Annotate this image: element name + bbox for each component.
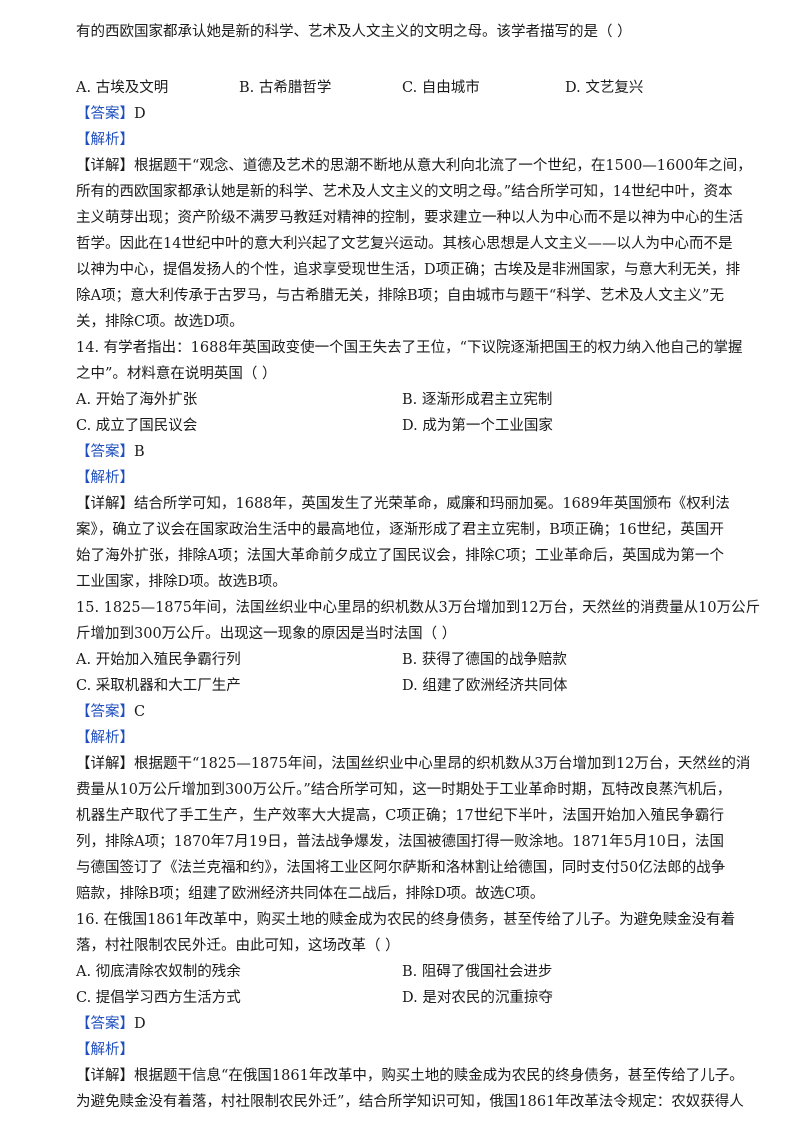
q15-option-b: B. 获得了德国的战争赔款	[402, 652, 567, 668]
q15-detail-line: 【详解】根据题干“1825—1875年间，法国丝织业中心里昂的织机数从3万台增加…	[76, 756, 751, 772]
q16-detail-line: 为避免赎金没有着落，村社限制农民外迁”，结合所学知识可知，俄国1861年改革法令…	[76, 1094, 744, 1110]
q15-detail-line: 费量从10万公斤增加到300万公斤。”结合所学可知，这一时期处于工业革命时期，瓦…	[76, 782, 732, 798]
q13-detail-line: 所有的西欧国家都承认她是新的科学、艺术及人文主义的文明之母。”结合所学可知，14…	[76, 184, 733, 200]
q15-detail-line: 机器生产取代了手工生产，生产效率大大提高，C项正确；17世纪下半叶，法国开始加入…	[76, 808, 724, 824]
q16-option-c: C. 提倡学习西方生活方式	[76, 990, 241, 1006]
q15-option-c: C. 采取机器和大工厂生产	[76, 678, 241, 694]
q13-analysis-tag: 【解析】	[76, 132, 134, 148]
q14-detail-line: 工业国家，排除D项。故选B项。	[76, 574, 287, 590]
q14-option-c: C. 成立了国民议会	[76, 418, 198, 434]
q16-option-a: A. 彻底清除农奴制的残余	[76, 964, 241, 980]
answer-value: B	[134, 444, 145, 460]
answer-tag: 【答案】	[76, 444, 134, 460]
q13-detail-line: 【详解】根据题干“观念、道德及艺术的思潮不断地从意大利向北流了一个世纪，在150…	[76, 158, 752, 174]
q13-detail-line: 除A项；意大利传承于古罗马，与古希腊无关，排除B项；自由城市与题干“科学、艺术及…	[76, 288, 724, 304]
answer-tag: 【答案】	[76, 704, 134, 720]
q14-detail-line: 案》，确立了议会在国家政治生活中的最高地位，逐渐形成了君主立宪制，B项正确；16…	[76, 522, 724, 538]
q16-option-d: D. 是对农民的沉重掠夺	[402, 990, 553, 1006]
q13-detail-line: 哲学。因此在14世纪中叶的意大利兴起了文艺复兴运动。其核心思想是人文主义——以人…	[76, 236, 733, 252]
q13-answer: 【答案】D	[76, 104, 146, 124]
q14-detail-line: 【详解】结合所学可知，1688年，英国发生了光荣革命，威廉和玛丽加冕。1689年…	[76, 496, 730, 512]
q13-option-b: B. 古希腊哲学	[239, 80, 332, 96]
q15-stem-line: 斤增加到300万公斤。出现这一现象的原因是当时法国（ ）	[76, 626, 457, 642]
q15-detail-line: 列，排除A项；1870年7月19日，普法战争爆发，法国被德国打得一败涂地。187…	[76, 834, 724, 850]
q14-answer: 【答案】B	[76, 442, 145, 462]
answer-tag: 【答案】	[76, 106, 134, 122]
q16-answer: 【答案】D	[76, 1014, 146, 1034]
q14-option-d: D. 成为第一个工业国家	[402, 418, 553, 434]
answer-tag: 【答案】	[76, 1016, 134, 1032]
q13-option-d: D. 文艺复兴	[565, 80, 644, 96]
q15-analysis-tag: 【解析】	[76, 730, 134, 746]
answer-value: D	[134, 106, 146, 122]
q14-option-b: B. 逐渐形成君主立宪制	[402, 392, 553, 408]
q13-stem-tail: 有的西欧国家都承认她是新的科学、艺术及人文主义的文明之母。该学者描写的是（ ）	[76, 24, 632, 40]
q16-detail-line: 【详解】根据题干信息“在俄国1861年改革中，购买土地的赎金成为农民的终身债务，…	[76, 1068, 744, 1084]
q15-option-d: D. 组建了欧洲经济共同体	[402, 678, 568, 694]
q15-detail-line: 与德国签订了《法兰克福和约》，法国将工业区阿尔萨斯和洛林割让给德国，同时支付50…	[76, 860, 726, 876]
q16-analysis-tag: 【解析】	[76, 1042, 134, 1058]
q14-stem-line: 之中”。材料意在说明英国（ ）	[76, 366, 277, 382]
q13-detail-line: 关，排除C项。故选D项。	[76, 314, 244, 330]
q13-option-a: A. 古埃及文明	[76, 80, 169, 96]
answer-value: C	[134, 704, 146, 720]
q15-option-a: A. 开始加入殖民争霸行列	[76, 652, 241, 668]
answer-value: D	[134, 1016, 146, 1032]
q13-detail-line: 主义萌芽出现；资产阶级不满罗马教廷对精神的控制，要求建立一种以人为中心而不是以神…	[76, 210, 743, 226]
q14-detail-line: 始了海外扩张，排除A项；法国大革命前夕成立了国民议会，排除C项；工业革命后，英国…	[76, 548, 724, 564]
q15-detail-line: 赔款，排除B项；组建了欧洲经济共同体在二战后，排除D项。故选C项。	[76, 886, 545, 902]
q15-stem-line: 15. 1825—1875年间，法国丝织业中心里昂的织机数从3万台增加到12万台…	[76, 600, 761, 616]
q16-stem-line: 落，村社限制农民外迁。由此可知，这场改革（ ）	[76, 938, 400, 954]
q13-option-c: C. 自由城市	[402, 80, 480, 96]
q16-option-b: B. 阻碍了俄国社会进步	[402, 964, 553, 980]
q14-analysis-tag: 【解析】	[76, 470, 134, 486]
q13-detail-line: 以神为中心，提倡发扬人的个性，追求享受现世生活，D项正确；古埃及是非洲国家，与意…	[76, 262, 741, 278]
q14-stem-line: 14. 有学者指出：1688年英国政变使一个国王失去了王位，“下议院逐渐把国王的…	[76, 340, 743, 356]
q14-option-a: A. 开始了海外扩张	[76, 392, 198, 408]
q16-stem-line: 16. 在俄国1861年改革中，购买土地的赎金成为农民的终身债务，甚至传给了儿子…	[76, 912, 736, 928]
q15-answer: 【答案】C	[76, 702, 145, 722]
